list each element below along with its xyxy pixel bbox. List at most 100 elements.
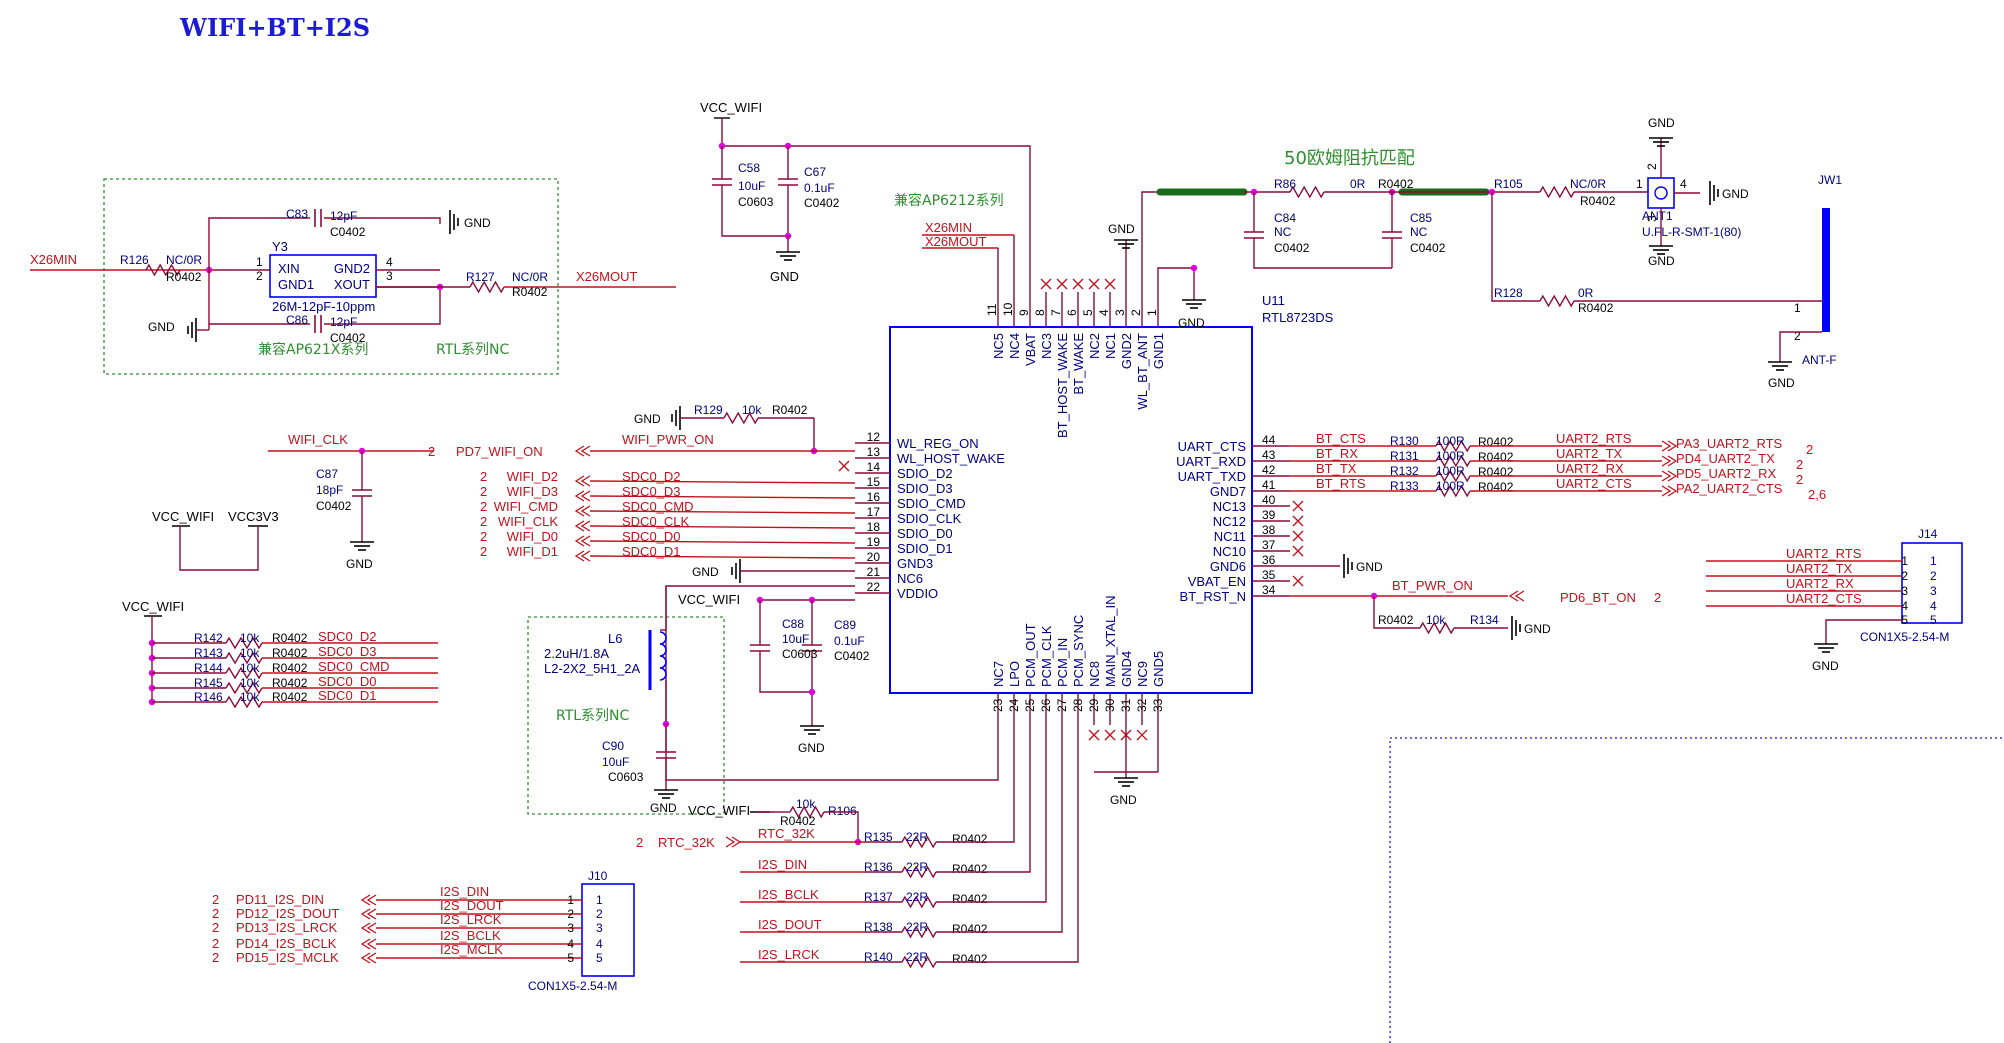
label: 2 — [636, 835, 643, 850]
label: 1 — [1930, 554, 1937, 568]
label: 1 — [596, 893, 603, 907]
label: 2 — [1645, 163, 1659, 170]
pin-number: 12 — [867, 430, 881, 444]
label: 2.2uH/1.8A — [544, 646, 609, 661]
sdio-port: WIFI_D1 — [507, 544, 558, 559]
pin-name: NC7 — [991, 661, 1006, 687]
label: GND — [692, 565, 719, 579]
label: L6 — [608, 631, 622, 646]
pin-number: 37 — [1262, 538, 1276, 552]
pin-number: 5 — [1081, 309, 1095, 316]
label: J10 — [588, 869, 608, 883]
label: 4 — [596, 937, 603, 951]
pin-name: PCM_CLK — [1039, 625, 1054, 687]
inductor-coil — [659, 655, 667, 669]
resistor — [901, 895, 937, 909]
resistor-ref: R143 — [194, 646, 223, 660]
label: 5 — [1901, 613, 1908, 627]
wire — [936, 725, 1015, 843]
pin-name: NC2 — [1087, 333, 1102, 359]
label: 10uF — [782, 632, 809, 646]
port-arrow — [1661, 455, 1672, 467]
pin-number: 44 — [1262, 433, 1276, 447]
label: GND — [1356, 560, 1383, 574]
pin-name: GND2 — [1119, 333, 1134, 369]
pin-name: BT_HOST_WAKE — [1055, 333, 1070, 438]
label: R0402 — [780, 814, 816, 828]
label: 10uF — [602, 755, 629, 769]
resistor — [901, 955, 937, 969]
wire — [936, 725, 1047, 903]
label: GND — [770, 269, 799, 284]
pin-number: 7 — [1049, 309, 1063, 316]
pin-number: 22 — [867, 580, 881, 594]
label: C90 — [602, 739, 624, 753]
label: 2 — [1794, 329, 1801, 343]
pin-number: 29 — [1087, 698, 1101, 712]
resistor — [469, 280, 505, 294]
label: NC/0R — [166, 253, 202, 267]
pin-name: NC12 — [1213, 514, 1246, 529]
wire — [936, 725, 1063, 933]
port-arrow — [580, 475, 591, 487]
uart-net: BT_RX — [1316, 446, 1358, 461]
wire — [324, 217, 441, 224]
wire — [1373, 596, 1420, 629]
resistor-ref: R130 — [1390, 434, 1419, 448]
label: CON1X5-2.54-M — [1860, 630, 1949, 644]
pin-number: 27 — [1055, 698, 1069, 712]
label: 5 — [596, 951, 603, 965]
no-connect-mark — [1292, 500, 1304, 512]
pin-number: 2 — [1129, 309, 1143, 316]
label: Y3 — [272, 239, 288, 254]
port-arrow — [580, 520, 591, 532]
pin-number: 28 — [1071, 698, 1085, 712]
label: WIFI_CLK — [288, 432, 348, 447]
wire — [589, 555, 856, 559]
label: 12pF — [330, 209, 357, 223]
label: RTL系列NC — [556, 708, 630, 724]
port-arrow — [574, 520, 585, 532]
label: JW1 — [1818, 173, 1842, 187]
label: 10k — [240, 631, 260, 645]
pin-number: 21 — [867, 565, 881, 579]
pin-name: GND5 — [1151, 651, 1166, 687]
sdio-net: SDC0_D2 — [622, 469, 681, 484]
pin-name: GND7 — [1210, 484, 1246, 499]
pin-number: 43 — [1262, 448, 1276, 462]
port-arrow — [574, 445, 585, 457]
port-arrow — [360, 952, 371, 964]
port-arrow — [360, 894, 371, 906]
sdio-port: WIFI_CMD — [494, 499, 558, 514]
label: R106 — [828, 804, 857, 818]
pin-number: 3 — [1113, 309, 1127, 316]
label: C85 — [1410, 211, 1432, 225]
label: 12pF — [330, 315, 357, 329]
resistor-ref: R135 — [864, 830, 893, 844]
pin-name: PCM_SYNC — [1071, 615, 1086, 687]
label: CON1X5-2.54-M — [528, 979, 617, 993]
pin-name: UART_CTS — [1178, 439, 1247, 454]
j14-body — [1901, 542, 1963, 624]
pin-number: 13 — [867, 445, 881, 459]
resistor — [789, 805, 825, 819]
label: 3 — [386, 269, 393, 283]
pin-number: 15 — [867, 475, 881, 489]
label: GND — [148, 320, 175, 334]
pin-number: 26 — [1039, 698, 1053, 712]
pin-number: 31 — [1119, 698, 1133, 712]
label: 3 — [1930, 584, 1937, 598]
label: 100R — [1436, 479, 1465, 493]
sdio-port: WIFI_D0 — [507, 529, 558, 544]
label: ANT1 — [1642, 209, 1673, 223]
pullup-net: SDC0_CMD — [318, 659, 390, 674]
label: C0603 — [782, 647, 818, 661]
label: 10k — [742, 403, 762, 417]
no-connect-mark — [1104, 729, 1116, 741]
port-arrow — [725, 836, 736, 848]
pin-number: 25 — [1023, 698, 1037, 712]
resistor — [225, 681, 263, 695]
pin-number: 18 — [867, 520, 881, 534]
label: 10k — [1426, 613, 1446, 627]
